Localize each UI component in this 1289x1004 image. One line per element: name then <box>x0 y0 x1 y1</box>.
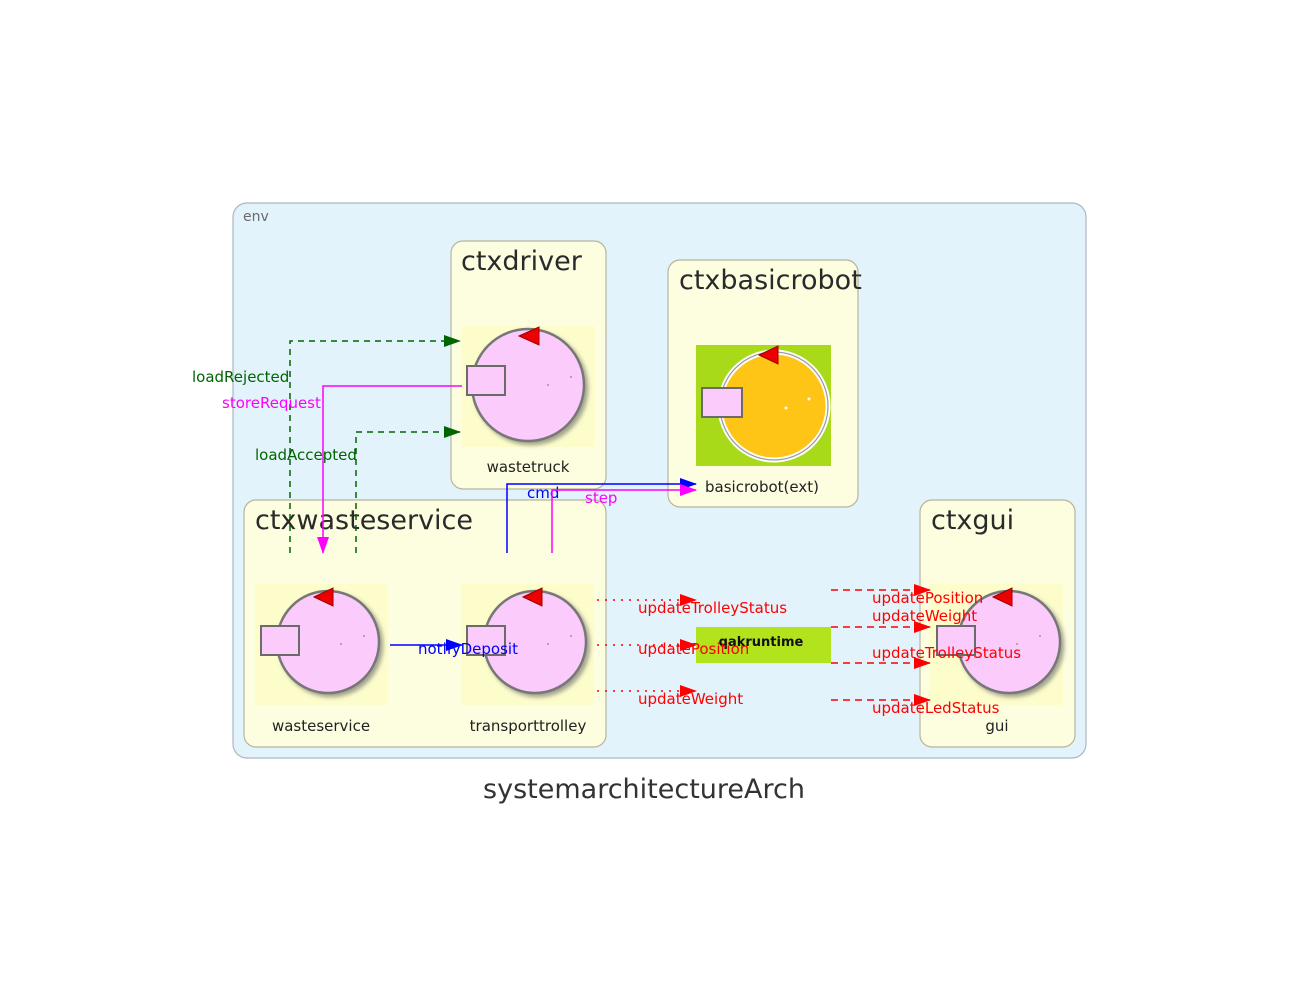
edge-label-loadRejected: loadRejected <box>192 368 289 386</box>
actor-queue-icon <box>466 365 506 396</box>
actor-gui[interactable]: gui <box>930 584 1063 735</box>
actor-state-arrow-icon <box>991 587 1013 607</box>
edge-loadAccepted: loadAccepted <box>255 426 461 553</box>
edge-tt-updateWeight: updateWeight <box>597 685 743 708</box>
edge-label-cmd: cmd <box>527 484 559 502</box>
edge-rt-updateLedStatus: updateLedStatus <box>831 694 1000 717</box>
edge-rt-updatePosition: updatePosition <box>831 584 983 607</box>
edge-label-loadAccepted: loadAccepted <box>255 446 357 464</box>
qakruntime-label: qakruntime <box>719 635 804 650</box>
edge-tt-updatePosition: updatePosition <box>597 639 749 658</box>
edge-label-tt-updateWeight: updateWeight <box>638 690 743 708</box>
env-label: env <box>243 209 269 225</box>
actor-label-wasteservice: wasteservice <box>272 717 370 735</box>
edge-loadRejected: loadRejected <box>192 335 461 553</box>
diagram-title: systemarchitectureArch <box>483 774 805 805</box>
actor-state-arrow-icon <box>757 345 779 365</box>
edge-rt-updateTrolleyStatus: updateTrolleyStatus <box>831 644 1021 669</box>
actor-queue-icon <box>701 387 743 418</box>
actor-queue-icon <box>260 625 300 656</box>
edge-label-step: step <box>585 489 617 507</box>
qakruntime-node[interactable]: qakruntime <box>696 627 831 663</box>
edge-step: step <box>551 484 697 553</box>
actor-state-arrow-icon <box>312 587 334 607</box>
edge-rt-updateWeight: updateWeight <box>831 607 977 633</box>
edge-notifyDeposit: notifyDeposit <box>390 639 518 658</box>
edge-label-notifyDeposit: notifyDeposit <box>418 640 518 658</box>
actor-wastetruck[interactable]: wastetruck <box>462 326 595 476</box>
actor-label-transporttrolley: transporttrolley <box>470 717 587 735</box>
edge-storeRequest: storeRequest <box>222 385 462 554</box>
actor-label-gui: gui <box>985 717 1008 735</box>
edge-label-rt-updatePosition: updatePosition <box>872 589 983 607</box>
edge-tt-updateTrolleyStatus: updateTrolleyStatus <box>597 594 787 617</box>
edge-label-tt-updateTrolleyStatus: updateTrolleyStatus <box>638 599 787 617</box>
actor-queue-icon <box>936 625 976 656</box>
edge-label-rt-updateLedStatus: updateLedStatus <box>872 699 1000 717</box>
edge-label-storeRequest: storeRequest <box>222 394 321 412</box>
edge-label-rt-updateTrolleyStatus: updateTrolleyStatus <box>872 644 1021 662</box>
actor-state-arrow-icon <box>521 587 543 607</box>
context-title-ctxbasicrobot: ctxbasicrobot <box>679 265 862 296</box>
context-title-ctxdriver: ctxdriver <box>461 246 583 277</box>
edge-label-rt-updateWeight: updateWeight <box>872 607 977 625</box>
actor-basicrobot[interactable]: basicrobot(ext) <box>696 345 831 496</box>
edge-label-tt-updatePosition: updatePosition <box>638 640 749 658</box>
context-title-ctxwasteservice: ctxwasteservice <box>255 505 473 536</box>
actor-wasteservice[interactable]: wasteservice <box>255 584 388 735</box>
actor-transporttrolley[interactable]: transporttrolley <box>461 584 594 735</box>
actor-label-basicrobot: basicrobot(ext) <box>705 478 819 496</box>
actor-label-wastetruck: wastetruck <box>487 458 570 476</box>
actor-queue-icon <box>466 625 506 656</box>
actor-state-arrow-icon <box>517 326 540 346</box>
context-title-ctxgui: ctxgui <box>931 505 1014 536</box>
